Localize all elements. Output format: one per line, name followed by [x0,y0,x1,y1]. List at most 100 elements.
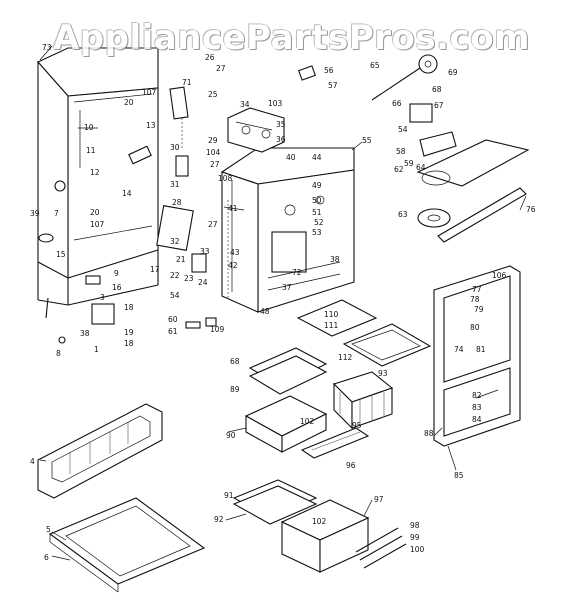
meat-pan [280,499,370,573]
callout-15: 15 [56,250,66,259]
callout-9: 9 [114,269,119,278]
callout-28: 28 [172,198,182,207]
callout-111: 111 [324,321,339,330]
callout-20b: 20 [90,208,100,217]
callout-54: 54 [170,291,180,300]
callout-66: 66 [392,99,402,108]
callout-5: 5 [46,525,51,534]
glass-shelf [296,299,432,367]
callout-109: 109 [210,325,225,334]
callout-49: 49 [312,181,322,190]
callout-84: 84 [472,415,482,424]
callout-13: 13 [146,121,156,130]
callout-65: 65 [370,61,380,70]
callout-107: 107 [142,88,157,97]
callout-95: 95 [352,421,362,430]
callout-38: 38 [330,255,340,264]
callout-90: 90 [226,431,236,440]
callout-37: 37 [282,283,292,292]
callout-40: 40 [286,153,296,162]
callout-50: 50 [312,196,322,205]
callout-63: 63 [398,210,408,219]
toe-grille [37,403,163,499]
crisper-drawer [244,395,328,453]
callout-52: 52 [314,218,324,227]
callout-92: 92 [214,515,224,524]
callout-54b: 54 [398,125,408,134]
callout-41: 41 [228,204,238,213]
callout-72: 72 [292,268,302,277]
callout-7: 7 [54,209,59,218]
callout-53: 53 [312,228,322,237]
callout-labels: 73 26 27 71 25 107 20 13 10 11 12 14 7 3… [30,43,536,562]
callout-27: 27 [216,64,226,73]
callout-68b: 68 [230,357,240,366]
crisper-cover [248,347,328,395]
callout-108: 108 [218,174,233,183]
callout-93: 93 [378,369,388,378]
callout-27b: 27 [210,160,220,169]
drawer-slide [300,427,370,459]
callout-107b: 107 [90,220,105,229]
callout-100: 100 [410,545,425,554]
callout-44: 44 [312,153,322,162]
callout-61: 61 [168,327,178,336]
small-hardware [38,145,217,344]
callout-11: 11 [86,146,96,155]
callout-60: 60 [168,315,178,324]
callout-16: 16 [112,283,122,292]
callout-77: 77 [472,285,482,294]
callout-12: 12 [90,168,100,177]
callout-97: 97 [374,495,384,504]
callout-30: 30 [170,143,180,152]
callout-88: 88 [424,429,434,438]
callout-68: 68 [432,85,442,94]
callout-83: 83 [472,403,482,412]
callout-71: 71 [182,78,192,87]
callout-81: 81 [476,345,486,354]
callout-18: 18 [124,303,134,312]
callout-102: 102 [300,417,315,426]
callout-69: 69 [448,68,458,77]
callout-26: 26 [205,53,215,62]
callout-39: 39 [30,209,40,218]
callout-8: 8 [56,349,61,358]
control-housing [227,107,285,153]
callout-102b: 102 [312,517,327,526]
drawer-rails [225,513,407,569]
damper-assembly [298,54,457,157]
callout-80: 80 [470,323,480,332]
callout-67: 67 [434,101,444,110]
fresh-food-liner [220,147,355,313]
callout-103: 103 [268,99,283,108]
callout-35: 35 [276,120,286,129]
callout-58: 58 [396,147,406,156]
callout-62: 62 [394,165,404,174]
callout-24: 24 [198,278,208,287]
callout-76: 76 [526,205,536,214]
callout-43: 43 [230,248,240,257]
callout-25: 25 [208,90,218,99]
callout-99: 99 [410,533,420,542]
callout-106: 106 [492,271,507,280]
callout-85: 85 [454,471,464,480]
callout-74: 74 [454,345,464,354]
callout-3: 3 [100,293,105,302]
callout-98: 98 [410,521,420,530]
air-duct [437,187,527,243]
refrigerator-door [433,265,521,447]
callout-36: 36 [276,135,286,144]
callout-20: 20 [124,98,134,107]
pan-cover [232,479,318,525]
callout-38b: 38 [80,329,90,338]
callout-82: 82 [472,391,482,400]
callout-78: 78 [470,295,480,304]
callout-19: 19 [124,328,134,337]
callout-112: 112 [338,353,353,362]
callout-1: 1 [94,345,99,354]
base-pan [48,497,206,593]
callout-4: 4 [30,457,35,466]
callout-27c: 27 [208,220,218,229]
